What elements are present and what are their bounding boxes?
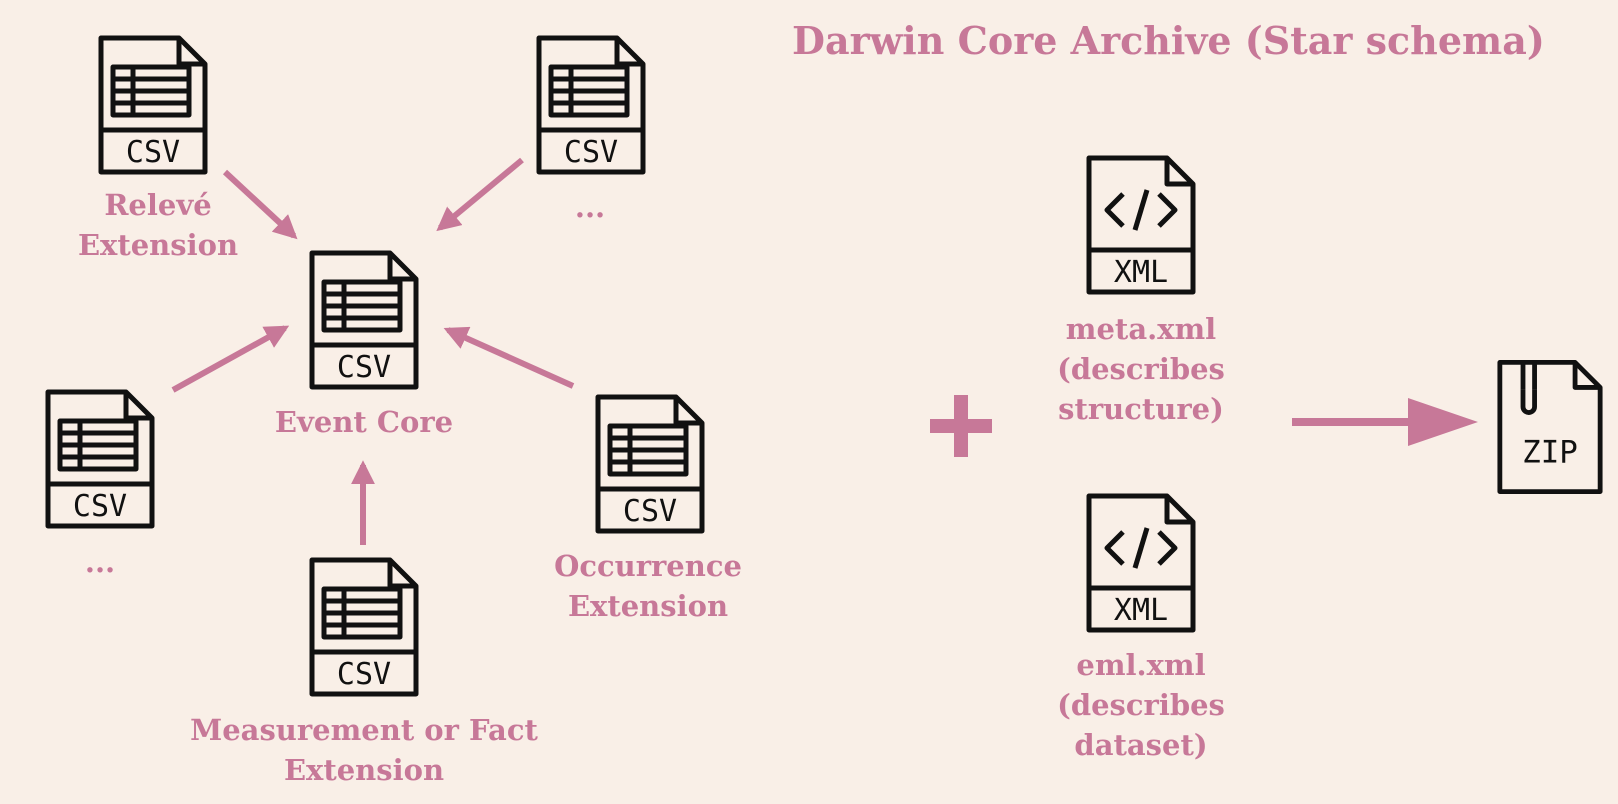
diagram-title: Darwin Core Archive (Star schema) <box>792 18 1545 63</box>
top-other-csv-icon: CSV <box>535 34 647 176</box>
event-core-csv-icon: CSV <box>308 249 420 391</box>
zip-file-icon: ZIP <box>1496 356 1604 498</box>
svg-text:CSV: CSV <box>623 494 677 529</box>
eml-xml-icon: XML <box>1085 492 1197 634</box>
meta-xml-icon: XML <box>1085 154 1197 296</box>
svg-text:XML: XML <box>1114 593 1168 628</box>
arrow-top-to-core <box>436 157 524 232</box>
plus-icon <box>930 395 992 457</box>
top-other-label: ... <box>574 190 606 224</box>
svg-text:XML: XML <box>1114 255 1168 290</box>
measurement-csv-icon: CSV <box>308 556 420 698</box>
releve-csv-icon: CSV <box>97 34 209 176</box>
svg-text:ZIP: ZIP <box>1522 435 1578 471</box>
arrow-releve-to-core <box>222 169 298 240</box>
svg-text:CSV: CSV <box>564 135 618 170</box>
svg-text:CSV: CSV <box>337 350 391 385</box>
left-other-label: ... <box>84 545 116 579</box>
arrow-left-to-core <box>171 325 290 393</box>
svg-text:CSV: CSV <box>337 657 391 692</box>
event-core-label: Event Core <box>274 405 454 439</box>
arrow-occurrence-to-core <box>443 326 575 389</box>
occurrence-csv-icon: CSV <box>594 393 706 535</box>
svg-text:CSV: CSV <box>73 489 127 524</box>
left-other-csv-icon: CSV <box>44 388 156 530</box>
svg-text:CSV: CSV <box>126 135 180 170</box>
arrow-to-zip-head <box>1408 398 1478 446</box>
